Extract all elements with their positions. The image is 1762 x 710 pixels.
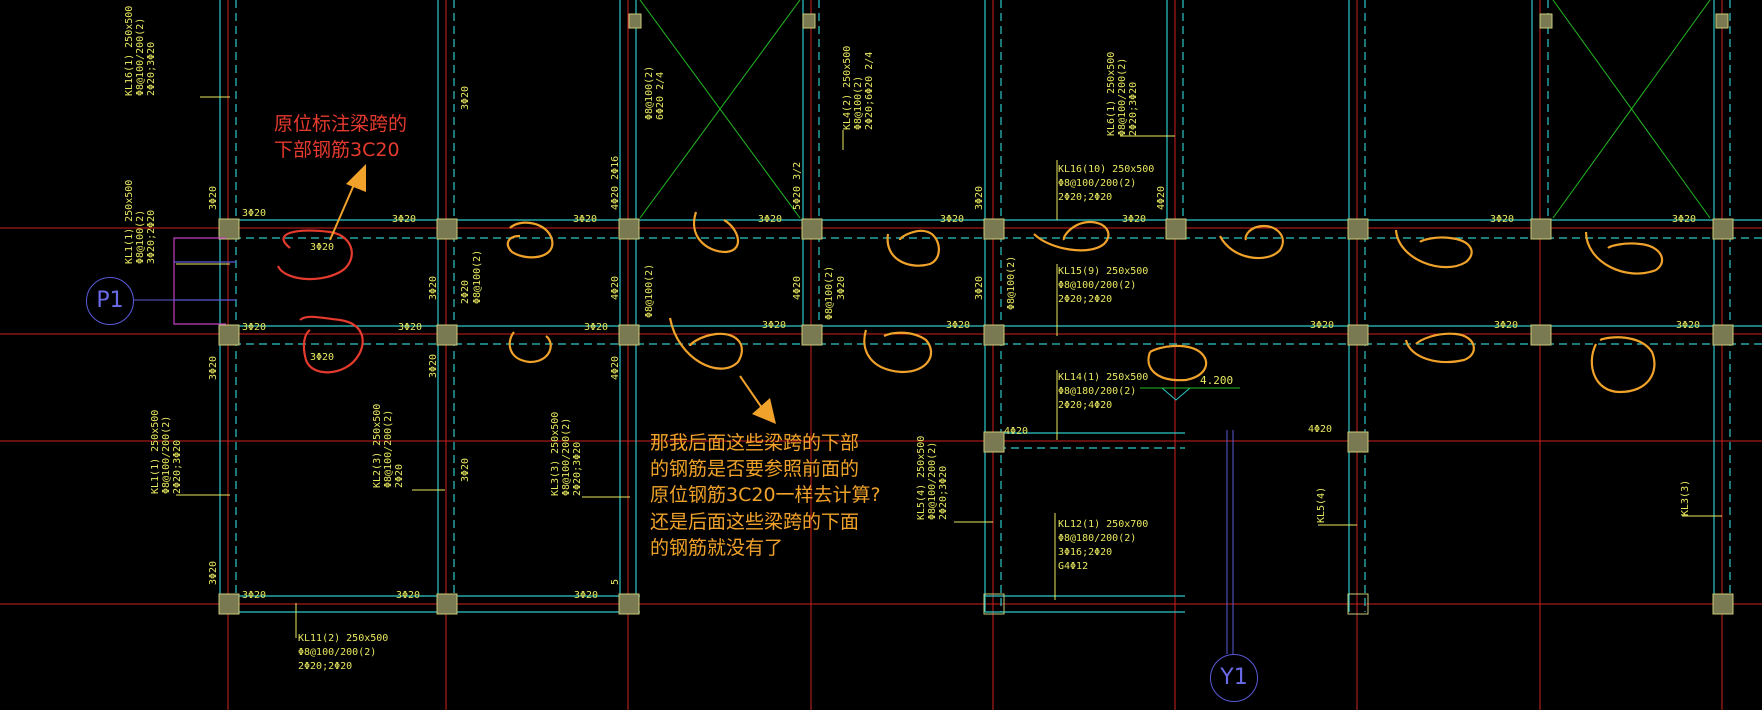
- rebar-mark: 3Φ20: [1122, 214, 1146, 225]
- rebar-mark: 3Φ20: [242, 590, 266, 601]
- beam-label-kl6: KL6(1) 250x500Φ8@100/200(2)2Φ20;3Φ20: [1106, 52, 1139, 136]
- rebar-mark-vertical: 4Φ20: [610, 276, 621, 300]
- rebar-mark-vertical: 4Φ20: [1156, 186, 1167, 210]
- axis-bubble-y1: Y1: [1210, 654, 1258, 702]
- beam-label-kl1-top: KL1(1) 250x500Φ8@100(2)3Φ20;2Φ20: [124, 180, 157, 264]
- rebar-mark: 3Φ20: [242, 208, 266, 219]
- rebar-mark-vertical: 4Φ20: [792, 276, 803, 300]
- p1-detail-bracket: [173, 237, 236, 325]
- red-note-line: 原位标注梁跨的: [274, 113, 408, 135]
- orange-annotation-question: 那我后面这些梁跨的下部 的钢筋是否要参照前面的 原位钢筋3C20一样去计算? 还…: [650, 430, 881, 561]
- rebar-mark: 3Φ20: [310, 242, 334, 253]
- rebar-mark: 3Φ20: [946, 320, 970, 331]
- red-note-line: 下部钢筋3C20: [274, 139, 400, 162]
- rebar-mark: 4Φ20: [1308, 424, 1332, 435]
- rebar-mark: 3Φ20: [1494, 320, 1518, 331]
- rebar-mark-vertical: 3Φ20: [208, 561, 219, 585]
- rebar-mark-vertical: 3Φ20: [836, 276, 847, 300]
- rebar-mark-vertical: 3Φ20: [460, 458, 471, 482]
- orange-note-line: 的钢筋是否要参照前面的: [650, 458, 860, 481]
- rebar-mark: 3Φ20: [396, 590, 420, 601]
- rebar-mark: 3Φ20: [573, 214, 597, 225]
- rebar-mark: 3Φ20: [310, 352, 334, 363]
- beam-label-kl5: KL5(4) 250x500Φ8@100/200(2)2Φ20;3Φ20: [916, 436, 949, 520]
- beam-label-kl5-right: KL5(4): [1316, 487, 1327, 523]
- elevation-symbol: [1140, 387, 1240, 401]
- orange-arrow-up: [329, 164, 366, 241]
- red-annotation-note: 原位标注梁跨的 下部钢筋3C20: [274, 111, 407, 163]
- rebar-mark: 3Φ20: [1672, 214, 1696, 225]
- rebar-mark-vertical: 3Φ20: [974, 186, 985, 210]
- rebar-mark: 3Φ20: [242, 322, 266, 333]
- rebar-mark: 3Φ20: [1310, 320, 1334, 331]
- rebar-mark-vertical: Φ8@100(2): [644, 264, 655, 318]
- rebar-mark-vertical: 3Φ20: [460, 86, 471, 110]
- rebar-mark: 3Φ20: [1676, 320, 1700, 331]
- orange-note-line: 原位钢筋3C20一样去计算?: [650, 484, 881, 507]
- beam-label-kl1-bottom: KL1(1) 250x500Φ8@100/200(2)2Φ20;3Φ20: [150, 410, 183, 494]
- rebar-mark-vertical: 4Φ20: [610, 356, 621, 380]
- rebar-mark-vertical: 4Φ20 2Φ16: [610, 156, 621, 210]
- orange-markup-loops: [506, 211, 1664, 394]
- rebar-mark-vertical: Φ8@100(2): [824, 266, 835, 320]
- rebar-mark: 3Φ20: [398, 322, 422, 333]
- label-leaders: [176, 96, 1722, 638]
- rebar-mark: 3Φ20: [762, 320, 786, 331]
- rebar-mark-vertical: 3Φ20: [428, 276, 439, 300]
- rebar-mark-vertical: 2Φ20: [460, 280, 471, 304]
- rebar-mark-vertical: 3Φ20: [974, 276, 985, 300]
- beam-label-kl3: KL3(3) 250x500Φ8@100/200(2)2Φ20;3Φ20: [550, 412, 583, 496]
- rebar-mark-vertical: 3Φ20: [428, 354, 439, 378]
- rebar-mark-vertical: 5: [610, 579, 621, 585]
- rebar-mark: 3Φ20: [584, 322, 608, 333]
- rebar-mark-vertical: 3Φ20: [208, 186, 219, 210]
- rebar-mark: 3Φ20: [940, 214, 964, 225]
- beam-label-top-mid: Φ8@100(2)6Φ20 2/4: [644, 66, 666, 120]
- rebar-mark-vertical: 3Φ20: [208, 356, 219, 380]
- rebar-mark: 3Φ20: [758, 214, 782, 225]
- beam-label-kl2: KL2(3) 250x500Φ8@100/200(2)2Φ20: [372, 404, 405, 488]
- columns: [218, 13, 1734, 615]
- rebar-mark-vertical: Φ8@100(2): [1006, 256, 1017, 310]
- cross-bracing: [639, 0, 1711, 219]
- beam-label-kl16-1: KL16(1) 250x500Φ8@100/200(2)2Φ20;3Φ20: [124, 6, 157, 96]
- orange-note-line: 的钢筋就没有了: [650, 536, 784, 559]
- orange-note-line: 那我后面这些梁跨的下部: [650, 432, 860, 454]
- rebar-mark-vertical: Φ8@100(2): [472, 250, 483, 304]
- rebar-mark-vertical: 5Φ20 3/2: [792, 162, 803, 210]
- beam-label-kl4: KL4(2) 250x500Φ8@100(2)2Φ20;6Φ20 2/4: [842, 46, 875, 130]
- orange-arrow-down: [739, 375, 776, 424]
- beam-label-kl3-right: KL3(3): [1680, 480, 1691, 516]
- rebar-mark: 3Φ20: [1490, 214, 1514, 225]
- rebar-mark: 3Φ20: [392, 214, 416, 225]
- axis-bubble-p1: P1: [86, 277, 134, 325]
- red-markup: [276, 229, 364, 374]
- elevation-label: 4.200: [1200, 374, 1233, 387]
- rebar-mark: 3Φ20: [574, 590, 598, 601]
- rebar-mark: 4Φ20: [1004, 426, 1028, 437]
- orange-note-line: 还是后面这些梁跨的下面: [650, 510, 860, 533]
